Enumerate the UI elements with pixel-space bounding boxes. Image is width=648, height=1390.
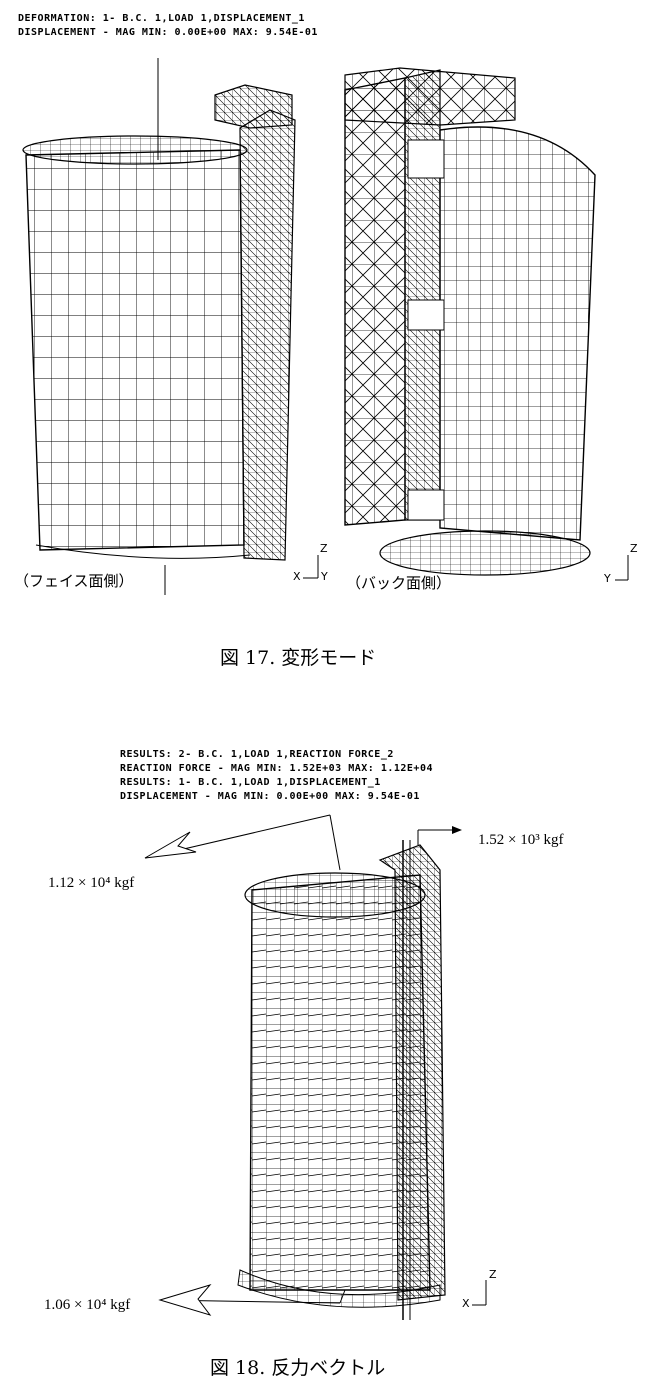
fig18-axis-x: X	[462, 1297, 470, 1310]
fig17-header-line-1: DEFORMATION: 1- B.C. 1,LOAD 1,DISPLACEME…	[18, 13, 305, 24]
reaction-model	[237, 840, 446, 1320]
force-label-top-left: 1.12 × 10⁴ kgf	[48, 875, 135, 891]
fig17-axis-x-face: X	[293, 570, 301, 583]
fig17-header-line-2: DISPLACEMENT - MAG MIN: 0.00E+00 MAX: 9.…	[18, 27, 318, 38]
fig18-header-line-3: RESULTS: 1- B.C. 1,LOAD 1,DISPLACEMENT_1	[120, 777, 381, 788]
fig17-axis-triad-face	[303, 555, 319, 579]
fig17-mesh-drawing	[22, 58, 629, 595]
fig17-header: DEFORMATION: 1- B.C. 1,LOAD 1,DISPLACEME…	[18, 12, 318, 40]
fig18-axis-triad	[472, 1280, 487, 1306]
back-side-model	[344, 67, 596, 576]
fig17-axis-y-back: Y	[604, 572, 611, 585]
fig18-header: RESULTS: 2- B.C. 1,LOAD 1,REACTION FORCE…	[120, 748, 433, 804]
fig18-axis-z: Z	[489, 1268, 497, 1281]
fig18-caption: 図 18. 反力ベクトル	[210, 1357, 386, 1379]
fig17-axis-y-face: Y	[321, 570, 328, 583]
fig17-axis-z-face: Z	[320, 542, 328, 555]
fig17-caption: 図 17. 変形モード	[220, 647, 377, 669]
force-vector-top-left	[144, 814, 341, 871]
force-label-bottom-left: 1.06 × 10⁴ kgf	[44, 1297, 131, 1313]
back-side-label: （バック面側）	[346, 574, 452, 592]
face-side-model	[22, 58, 296, 595]
force-vector-top-right	[417, 826, 462, 845]
fig18-header-line-1: RESULTS: 2- B.C. 1,LOAD 1,REACTION FORCE…	[120, 749, 394, 760]
force-label-top-right: 1.52 × 10³ kgf	[478, 832, 564, 848]
fig17-axis-z-back: Z	[630, 542, 638, 555]
fig18-header-line-2: REACTION FORCE - MAG MIN: 1.52E+03 MAX: …	[120, 763, 433, 774]
fig18-header-line-4: DISPLACEMENT - MAG MIN: 0.00E+00 MAX: 9.…	[120, 791, 420, 802]
force-vector-bottom-left	[158, 1284, 346, 1316]
fig17-axis-triad-back	[615, 555, 629, 581]
face-side-label: （フェイス面側）	[14, 572, 134, 590]
